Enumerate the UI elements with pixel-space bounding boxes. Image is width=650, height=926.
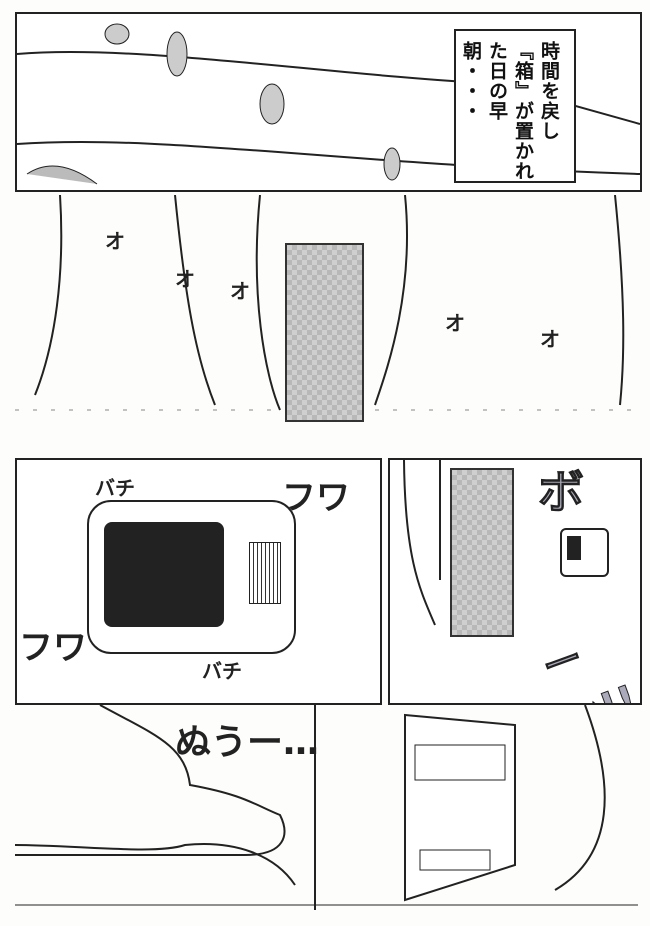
sfx-float: フワ bbox=[282, 478, 350, 518]
sfx-rustle: オ bbox=[175, 267, 195, 291]
mystery-box bbox=[285, 243, 364, 422]
sfx-rustle: オ bbox=[105, 229, 125, 253]
sfx-crackle: バチ bbox=[202, 659, 242, 683]
looming-scene-drawing bbox=[15, 705, 638, 910]
narration-text: 時間を戻し『箱』が置かれた日の早朝・・・ bbox=[460, 41, 560, 181]
panel-forest: オ オ オ オ オ bbox=[15, 195, 638, 440]
panel-boom: ボ ーン!! bbox=[388, 458, 642, 705]
panel-tree-branch: 時間を戻し『箱』が置かれた日の早朝・・・ bbox=[15, 12, 642, 192]
sfx-rustle: オ bbox=[445, 311, 465, 335]
sfx-rustle: オ bbox=[540, 327, 560, 351]
tree-branch-drawing bbox=[17, 23, 640, 185]
sfx-crackle: バチ bbox=[95, 476, 135, 500]
small-tv bbox=[560, 528, 609, 577]
forest-trees-drawing bbox=[15, 195, 638, 411]
tv-screen bbox=[104, 522, 224, 627]
tree-trunk-drawing bbox=[403, 460, 441, 626]
sfx-looming: ぬうー… bbox=[175, 722, 320, 763]
sfx-float: フワ bbox=[19, 628, 87, 668]
tv-side-vent bbox=[249, 542, 281, 604]
sfx-rustle: オ bbox=[230, 279, 250, 303]
panel-looming-tv: ぬうー… bbox=[15, 705, 638, 910]
narration-box: 時間を戻し『箱』が置かれた日の早朝・・・ bbox=[454, 29, 576, 183]
mystery-box bbox=[450, 468, 514, 637]
crt-tv bbox=[87, 500, 296, 654]
sfx-boom: ボ bbox=[538, 465, 585, 520]
panel-tv-flicker: バチ バチ フワ フワ bbox=[15, 458, 382, 705]
